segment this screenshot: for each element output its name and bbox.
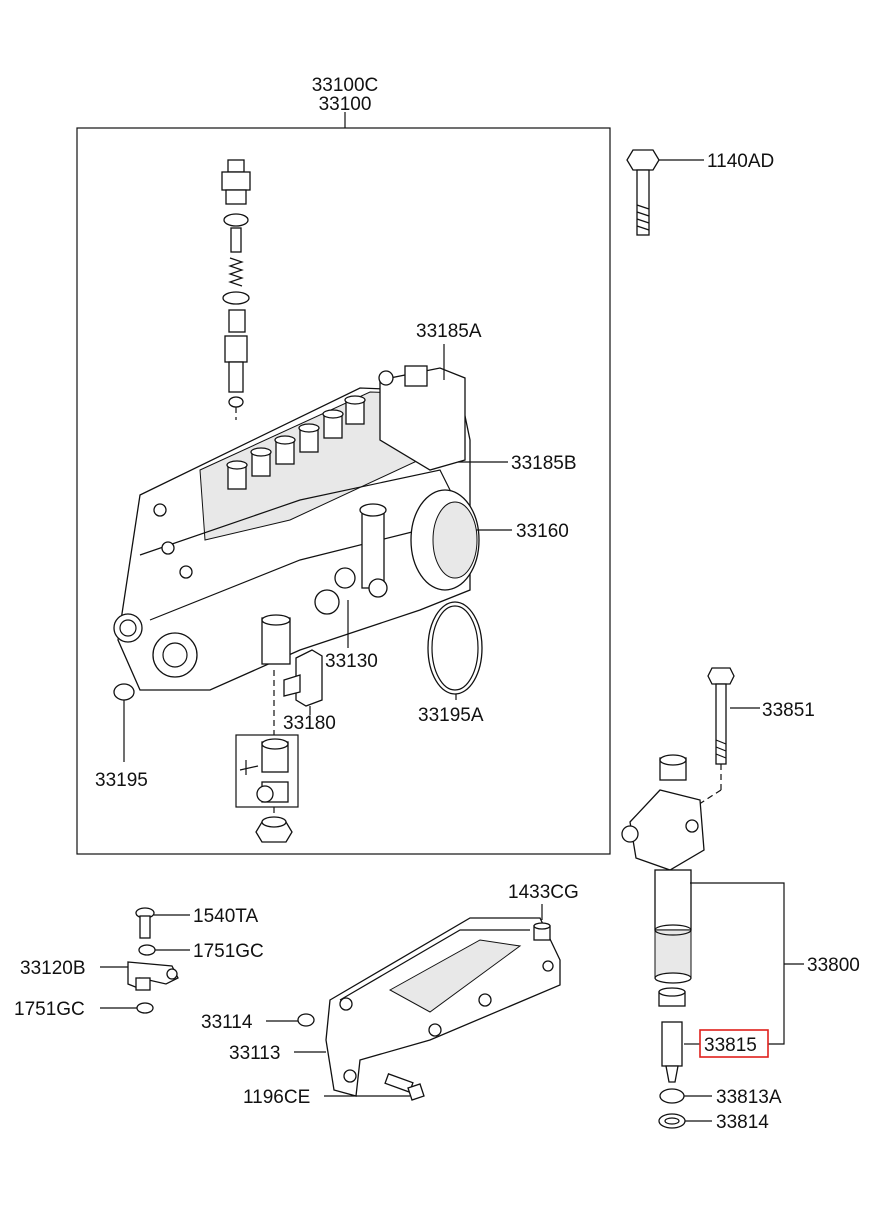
bracket-33113 xyxy=(325,917,561,1097)
label-33815[interactable]: 33815 xyxy=(704,1035,757,1056)
nozzle-parts xyxy=(658,987,686,1129)
label-33813a[interactable]: 33813A xyxy=(716,1087,782,1108)
label-33195[interactable]: 33195 xyxy=(95,770,148,791)
label-33180[interactable]: 33180 xyxy=(283,713,336,734)
label-1140ad[interactable]: 1140AD xyxy=(707,151,774,172)
highlight-box-33815[interactable] xyxy=(699,1029,769,1058)
label-1751gc-upper[interactable]: 1751GC xyxy=(193,941,264,962)
bolt-1196ce xyxy=(384,1073,425,1101)
label-33160[interactable]: 33160 xyxy=(516,521,569,542)
solenoid-parts xyxy=(239,738,289,803)
solenoid-subframe xyxy=(235,734,299,808)
delivery-valve-stack xyxy=(221,159,251,420)
nut-33180-bottom xyxy=(255,816,293,843)
washer-1751gc-lower xyxy=(136,1002,154,1014)
clamp-33120b xyxy=(127,961,179,991)
label-1196ce[interactable]: 1196CE xyxy=(243,1087,310,1108)
washer-1751gc-upper xyxy=(138,944,156,956)
label-33100c[interactable]: 33100C xyxy=(312,75,379,96)
pump-assembly-frame xyxy=(76,127,611,855)
o-ring-33195a xyxy=(427,601,483,695)
label-33185a[interactable]: 33185A xyxy=(416,321,482,342)
label-33100[interactable]: 33100 xyxy=(319,94,372,115)
bracket-33180 xyxy=(283,649,323,707)
label-33114[interactable]: 33114 xyxy=(201,1012,253,1033)
label-33851[interactable]: 33851 xyxy=(762,700,815,721)
injection-pump-body xyxy=(113,365,480,691)
label-33130[interactable]: 33130 xyxy=(325,651,378,672)
washer-33114 xyxy=(297,1013,315,1027)
label-1751gc-lower[interactable]: 1751GC xyxy=(14,999,85,1020)
label-33120b[interactable]: 33120B xyxy=(20,958,86,979)
bolt-1540ta xyxy=(135,907,155,939)
label-1540ta[interactable]: 1540TA xyxy=(193,906,258,927)
bushing-1433cg xyxy=(533,922,551,941)
injector-assembly xyxy=(621,667,735,984)
label-33195a[interactable]: 33195A xyxy=(418,705,484,726)
plug-33195 xyxy=(113,683,135,701)
label-33185b[interactable]: 33185B xyxy=(511,453,577,474)
bolt-1140ad xyxy=(626,149,660,236)
label-1433cg[interactable]: 1433CG xyxy=(508,882,579,903)
label-33113[interactable]: 33113 xyxy=(229,1043,280,1064)
label-33800[interactable]: 33800 xyxy=(807,955,860,976)
label-33814[interactable]: 33814 xyxy=(716,1112,769,1133)
